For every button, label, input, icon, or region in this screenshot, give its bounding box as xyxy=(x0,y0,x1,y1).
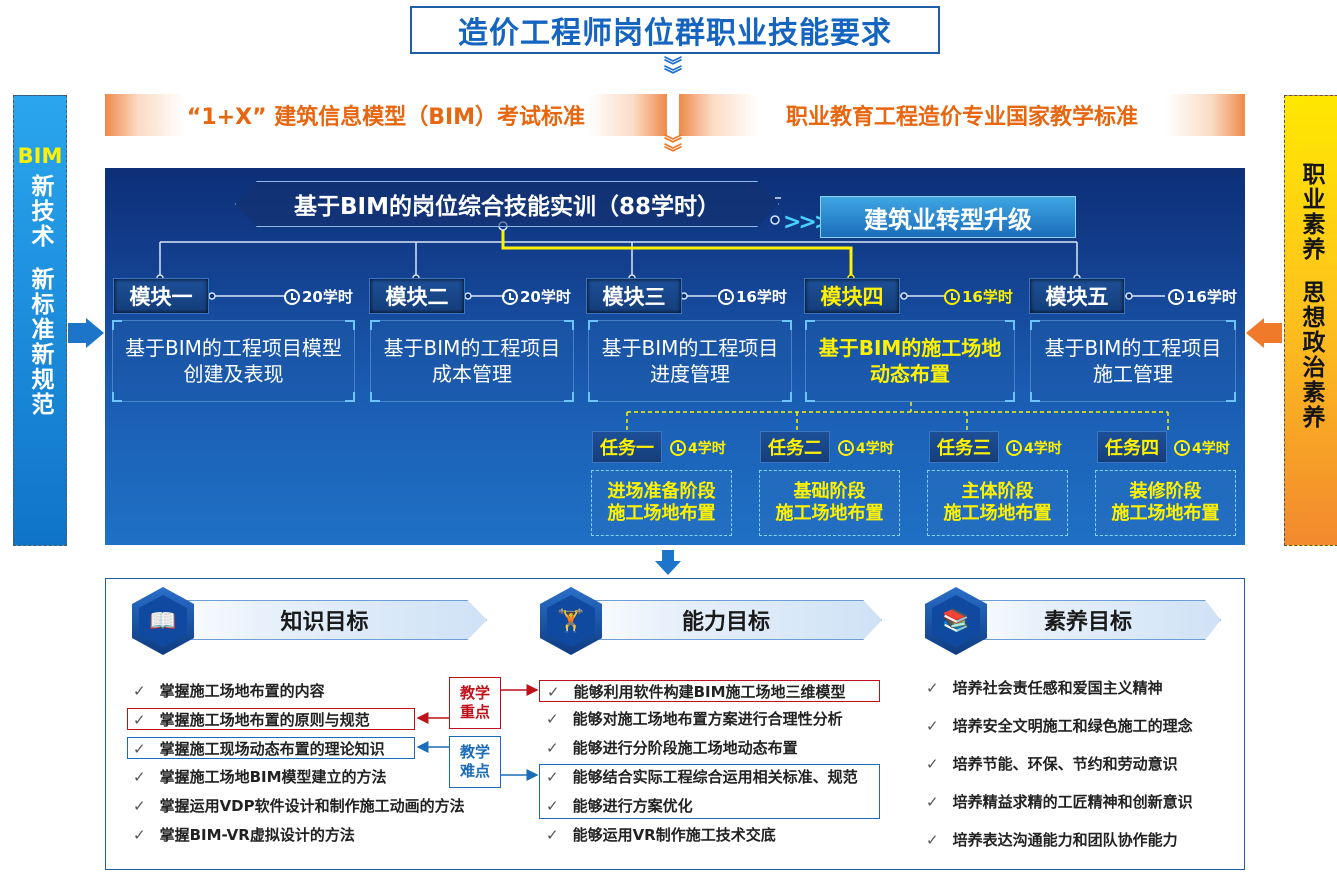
knowledge-item-key: ✓掌握施工场地布置的原则与规范 xyxy=(127,708,415,730)
ability-item-difficult: ✓能够进行方案优化 xyxy=(546,797,693,815)
task-box-1: 进场准备阶段施工场地布置 xyxy=(591,470,732,536)
task-hours-2: 4学时 xyxy=(838,438,894,458)
chevron-down-icon: ︾︾ xyxy=(664,134,682,164)
industry-upgrade-badge: 建筑业转型升级 xyxy=(820,196,1076,238)
training-title: 基于BIM的岗位综合技能实训（88学时） xyxy=(235,181,779,227)
ability-difficult-group xyxy=(539,764,880,819)
clock-icon xyxy=(670,440,686,456)
clock-icon xyxy=(1168,288,1184,305)
arrow-left-icon xyxy=(1262,323,1282,343)
arrow-left-head-icon xyxy=(1246,318,1264,348)
ability-item-key: ✓能够利用软件构建BIM施工场地三维模型 xyxy=(539,680,880,702)
knowledge-item: ✓掌握施工场地布置的内容 xyxy=(133,682,325,700)
side-bar-new-tech: BIM 新技术 新标准新规范 xyxy=(13,95,67,546)
module-box-1: 基于BIM的工程项目模型创建及表现 xyxy=(112,320,355,402)
page-title: 造价工程师岗位群职业技能要求 xyxy=(410,6,940,54)
arrow-right-head-icon xyxy=(86,318,104,348)
side-political-quality: 思想政治素养 xyxy=(1298,280,1324,430)
module-hours-4: 16学时 xyxy=(944,286,1013,307)
module-box-5: 基于BIM的工程项目施工管理 xyxy=(1030,320,1236,402)
module-box-4: 基于BIM的施工场地动态布置 xyxy=(805,320,1015,402)
key-point-tag: 教学重点 xyxy=(449,677,501,729)
standard-1x-bim: “1+X” 建筑信息模型（BIM）考试标准 xyxy=(105,94,667,136)
task-hours-1: 4学时 xyxy=(670,438,726,458)
knowledge-item-difficult: ✓掌握施工现场动态布置的理论知识 xyxy=(127,737,415,759)
task-label-2: 任务二 xyxy=(760,431,830,463)
module-hours-2: 20学时 xyxy=(502,286,571,307)
task-hours-3: 4学时 xyxy=(1006,438,1062,458)
quality-item: ✓培养表达沟通能力和团队协作能力 xyxy=(926,831,1178,849)
module-label-2: 模块二 xyxy=(369,278,465,314)
ability-item: ✓能够对施工场地布置方案进行合理性分析 xyxy=(546,710,843,728)
clock-icon xyxy=(838,440,854,456)
task-label-4: 任务四 xyxy=(1097,431,1167,463)
ability-item: ✓能够运用VR制作施工技术交底 xyxy=(546,826,776,844)
task-box-3: 主体阶段施工场地布置 xyxy=(927,470,1068,536)
quality-item: ✓培养安全文明施工和绿色施工的理念 xyxy=(926,717,1193,735)
side-new-standard: 新标准新规范 xyxy=(27,267,53,417)
side-bar-quality: 职业素养 思想政治素养 xyxy=(1284,95,1337,546)
task-label-3: 任务三 xyxy=(929,431,999,463)
goal-header-ability: 能力目标 xyxy=(570,600,882,640)
module-label-3: 模块三 xyxy=(586,278,682,314)
ability-item-difficult: ✓能够结合实际工程综合运用相关标准、规范 xyxy=(546,768,858,786)
module-hours-3: 16学时 xyxy=(718,286,787,307)
goal-header-quality: 素养目标 xyxy=(955,600,1221,640)
tag-arrows xyxy=(416,684,539,781)
module-label-1: 模块一 xyxy=(113,278,209,314)
arrow-right-icon xyxy=(68,323,86,343)
ability-item: ✓能够进行分阶段施工场地动态布置 xyxy=(546,739,798,757)
clock-icon xyxy=(718,288,734,305)
clock-icon xyxy=(502,288,518,305)
side-professional-quality: 职业素养 xyxy=(1298,162,1324,262)
standard-national-teaching: 职业教育工程造价专业国家教学标准 xyxy=(679,94,1245,136)
knowledge-item: ✓掌握运用VDP软件设计和制作施工动画的方法 xyxy=(133,797,465,815)
difficult-point-tag: 教学难点 xyxy=(449,736,501,788)
task-label-1: 任务一 xyxy=(592,431,662,463)
clock-icon xyxy=(284,288,300,305)
module-box-3: 基于BIM的工程项目进度管理 xyxy=(588,320,792,402)
arrow-down-icon xyxy=(662,550,674,562)
clock-icon xyxy=(1006,440,1022,456)
arrow-down-head-icon xyxy=(655,561,681,575)
knowledge-item: ✓掌握施工场地BIM模型建立的方法 xyxy=(133,768,387,786)
task-hours-4: 4学时 xyxy=(1174,438,1230,458)
task-box-2: 基础阶段施工场地布置 xyxy=(759,470,900,536)
side-bim-label: BIM xyxy=(17,144,63,168)
clock-icon xyxy=(1174,440,1190,456)
quality-item: ✓培养节能、环保、节约和劳动意识 xyxy=(926,755,1178,773)
module-label-5: 模块五 xyxy=(1029,278,1125,314)
clock-icon xyxy=(944,288,960,305)
module-label-4: 模块四 xyxy=(804,278,900,314)
task-box-4: 装修阶段施工场地布置 xyxy=(1095,470,1236,536)
quality-item: ✓培养社会责任感和爱国主义精神 xyxy=(926,679,1163,697)
module-hours-1: 20学时 xyxy=(284,286,353,307)
module-hours-5: 16学时 xyxy=(1168,286,1237,307)
quality-item: ✓培养精益求精的工匠精神和创新意识 xyxy=(926,793,1193,811)
goal-header-knowledge: 知识目标 xyxy=(162,600,487,640)
side-new-tech: 新技术 xyxy=(27,174,53,249)
module-box-2: 基于BIM的工程项目成本管理 xyxy=(370,320,574,402)
knowledge-item: ✓掌握BIM-VR虚拟设计的方法 xyxy=(133,826,355,844)
chevron-down-icon: ︾︾ xyxy=(664,56,682,86)
